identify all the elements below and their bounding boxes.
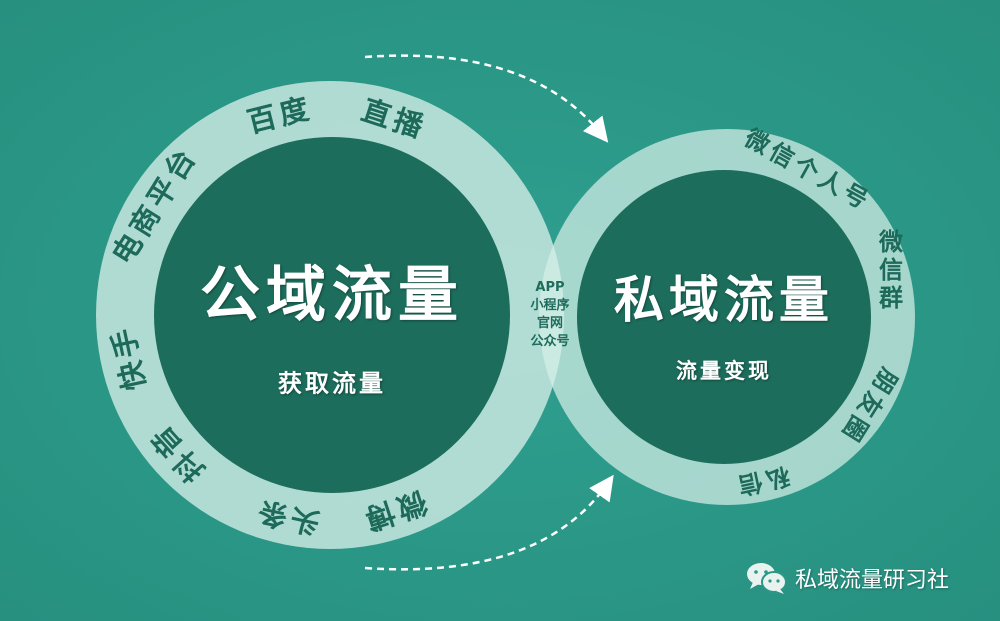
- wechat-icon: [747, 563, 787, 594]
- right-ring-label: 微信群: [874, 228, 903, 313]
- overlap-line: APP: [535, 280, 565, 295]
- overlap-line: 公众号: [530, 334, 570, 349]
- overlap-line: 官网: [536, 316, 564, 331]
- left-inner-circle: [154, 137, 510, 493]
- watermark-text: 私域流量研习社: [795, 568, 950, 593]
- bottom-arrow: [364, 474, 614, 571]
- left-title: 公域流量: [200, 260, 464, 331]
- right-inner-circle: [577, 170, 871, 464]
- left-subtitle: 获取流量: [278, 369, 386, 398]
- overlap-channels: APP 小程序 官网 公众号: [530, 279, 569, 351]
- top-arrow: [364, 54, 609, 143]
- overlap-line: 小程序: [530, 298, 570, 313]
- watermark: 私域流量研习社: [745, 560, 949, 596]
- right-title: 私域流量: [614, 271, 834, 329]
- right-subtitle: 流量变现: [676, 359, 772, 383]
